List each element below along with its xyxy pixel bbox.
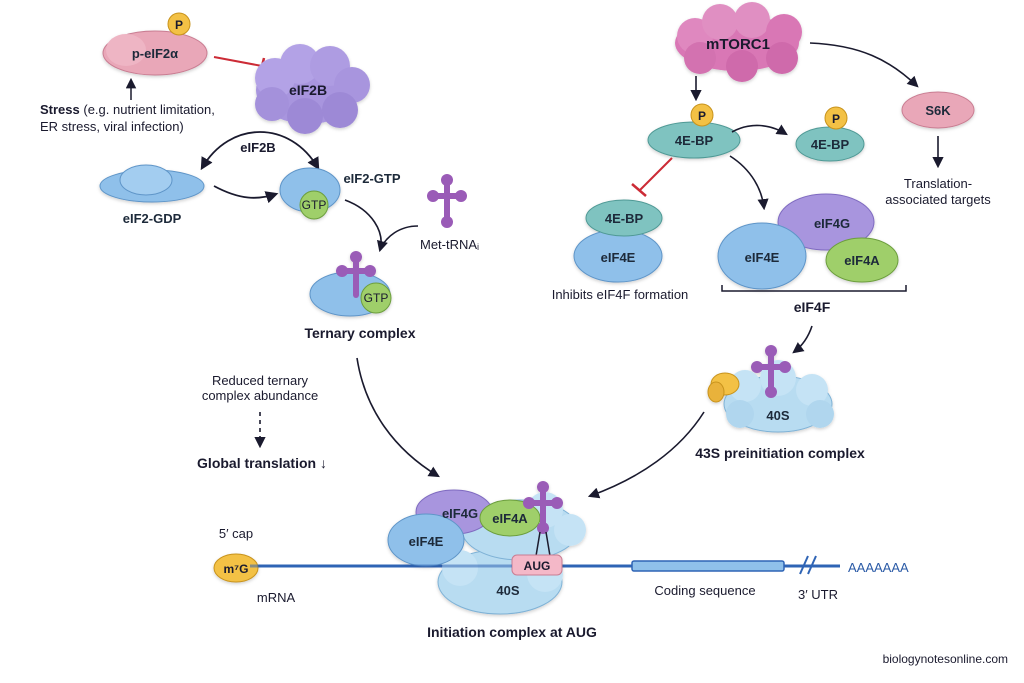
ebp-phospho-label: 4E-BP [675,133,714,148]
eif2-gtp-node [279,167,341,220]
s6k-label: S6K [925,103,951,118]
targets-line1: Translation- [904,176,972,191]
ternary-complex-label: Ternary complex [304,325,415,341]
stress-label-line2: ER stress, viral infection) [40,119,184,134]
mtorc1-node [675,2,802,82]
inhibited-eif4e-label: eIF4E [601,250,636,265]
phospho-badge-4ebp-released: P [824,106,848,130]
eif2-gdp-label: eIF2-GDP [123,211,182,226]
init-eif4g-label: eIF4G [442,506,478,521]
inhibits-label: Inhibits eIF4F formation [552,287,689,302]
watermark: biologynotesonline.com [883,652,1008,666]
met-trna-icon [427,174,467,228]
met-trna-label: Met-tRNAᵢ [420,237,479,252]
coding-label: Coding sequence [654,583,755,598]
eif4a-label: eIF4A [844,253,880,268]
gtp-to-ternary-arrow [344,199,388,253]
preinitiation-label: 43S preinitiation complex [695,445,865,461]
reduced-ternary-line2: complex abundance [202,388,318,403]
phospho-badge-4ebp: P [690,103,714,127]
eif2b-recycle-label: eIF2B [240,140,275,155]
peif2a-node [102,30,208,76]
eif2-gdp-node [99,164,205,203]
m7g-cap-node [213,553,259,583]
stress-label: Stress (e.g. nutrient limitation, [40,102,215,117]
ternary-gtp-label: GTP [364,291,389,305]
release-4ebp-arrow [731,124,788,136]
svg-text:P: P [832,112,840,126]
eif4e-label: eIF4E [745,250,780,265]
eif4f-to-43s-arrow [792,325,813,354]
eif2b-recycling-arc [200,131,320,171]
eif2-gtp-label: eIF2-GTP [343,171,400,186]
global-translation-label: Global translation ↓ [197,455,327,471]
inhibition-4ebp-eif4e [631,157,673,197]
s6k-node [901,91,975,129]
init-eif4a-label: eIF4A [492,511,528,526]
eif4f-complex-node [717,193,899,290]
init-40s-label: 40S [496,583,519,598]
preinitiation-complex-node [707,345,834,433]
ternary-complex-node [309,251,392,317]
cap-label: 5′ cap [219,526,253,541]
43s-to-initiation-arrow [587,411,705,499]
eif2b-node [255,44,370,134]
svg-text:P: P [698,109,706,123]
targets-line2: associated targets [885,192,991,207]
ebp-released-label: 4E-BP [811,137,850,152]
peif2a-label: p-eIF2α [132,46,178,61]
ternary-to-initiation-arrow [356,357,440,478]
gdp-to-gtp-arrow [213,185,279,204]
trna-to-ternary-arrow [379,225,419,251]
gtp-label: GTP [302,198,327,212]
utr-label: 3′ UTR [798,587,838,602]
inhibited-4ebp-label: 4E-BP [605,211,644,226]
eif2b-blob-label: eIF2B [289,82,327,98]
polya-label: AAAAAAA [848,560,909,575]
eif4g-label: eIF4G [814,216,850,231]
mtorc1-to-s6k-arrow [809,42,919,88]
mrna-label: mRNA [257,590,296,605]
phospho-badge-eif2a: P [167,12,191,36]
eif4f-bracket [721,285,907,292]
eif4f-label: eIF4F [794,299,831,315]
to-eif4f-arrow [729,155,769,211]
inhibited-complex-node [573,199,663,283]
reduced-ternary-line1: Reduced ternary [212,373,309,388]
m7g-label: m⁷G [224,562,249,576]
initiation-complex-node [387,481,586,615]
mtorc1-label: mTORC1 [706,36,770,53]
aug-label: AUG [524,559,551,573]
init-eif4e-label: eIF4E [409,534,444,549]
initiation-label: Initiation complex at AUG [427,624,597,640]
s40-label-43s: 40S [766,408,789,423]
svg-text:P: P [175,18,183,32]
